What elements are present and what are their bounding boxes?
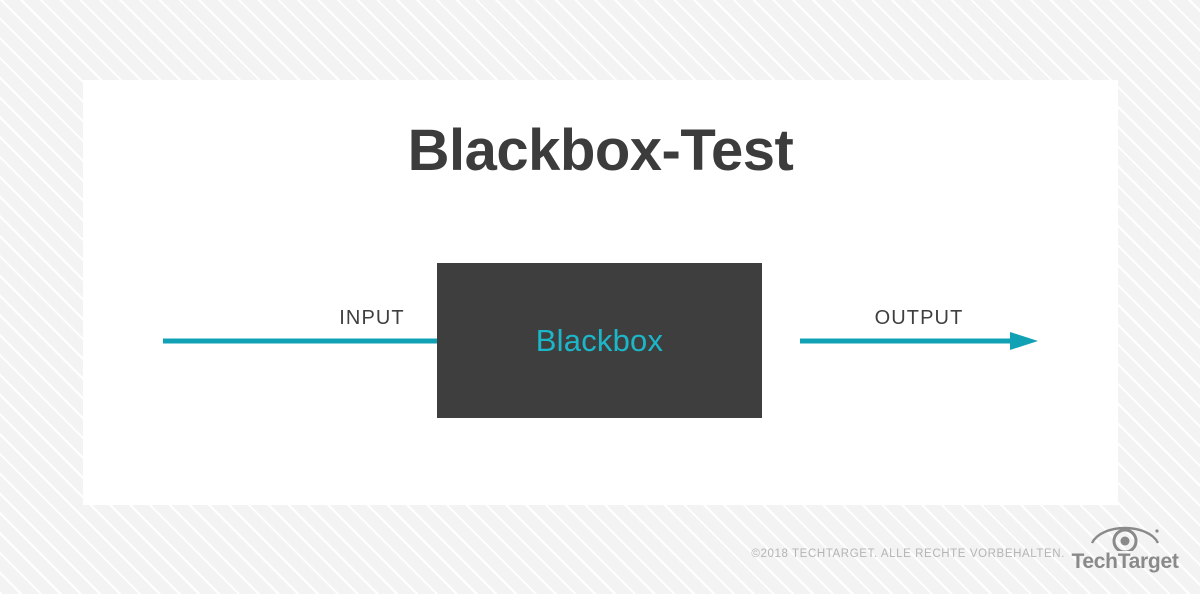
- output-arrow-icon: [800, 332, 1038, 350]
- blackbox-node-label: Blackbox: [535, 323, 664, 358]
- techtarget-wordmark: TechTarget: [1071, 550, 1179, 573]
- output-label: OUTPUT: [874, 307, 964, 329]
- blackbox-test-diagram: INPUT Blackbox OUTPUT: [83, 80, 1118, 505]
- input-label: INPUT: [339, 307, 405, 329]
- page-title: Blackbox-Test: [407, 118, 794, 183]
- blackbox-node: Blackbox: [437, 263, 762, 418]
- techtarget-logo: TechTarget: [1070, 517, 1180, 579]
- content-card: Blackbox-Test INPUT Blackbox OUTPUT: [83, 80, 1118, 505]
- output-arrow: [800, 330, 1038, 352]
- footer: ©2018 TECHTARGET. ALLE RECHTE VORBEHALTE…: [0, 505, 1200, 594]
- copyright-text: ©2018 TECHTARGET. ALLE RECHTE VORBEHALTE…: [751, 548, 1065, 560]
- eye-icon: [1090, 526, 1160, 551]
